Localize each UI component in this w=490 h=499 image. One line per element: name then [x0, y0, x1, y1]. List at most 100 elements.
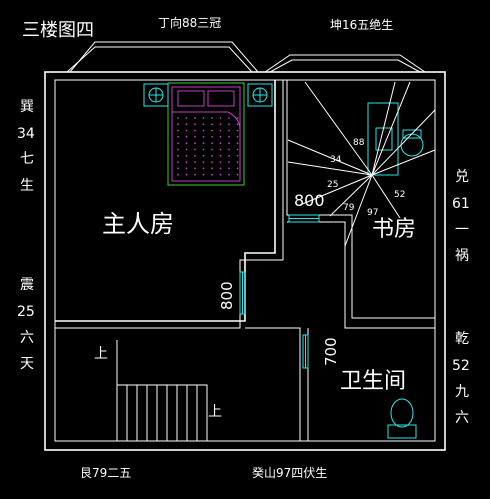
door-size-bath: 700	[322, 337, 340, 366]
bed-pattern-dot	[228, 161, 230, 164]
bed-pattern-dot	[236, 129, 239, 132]
outer-walls	[44, 71, 446, 451]
bed-pattern-dot	[202, 167, 205, 170]
svg-text:61: 61	[452, 196, 470, 212]
bed-pattern-dot	[219, 142, 222, 145]
sector-number-79: 79	[343, 203, 355, 213]
side-label-right-top: 兑 61 一 祸	[452, 169, 470, 264]
bed-pattern-dot	[177, 129, 179, 132]
bed-pattern-dot	[211, 117, 213, 119]
bed-pattern-dot	[236, 142, 239, 145]
bed-pattern-dot	[211, 148, 213, 151]
bed-pattern-dot	[185, 173, 188, 176]
bed-pattern-dot	[228, 148, 230, 151]
bed-pattern-dot	[219, 154, 222, 157]
sector-ray	[344, 174, 373, 247]
bed-pattern-dot	[211, 161, 213, 164]
bed-pattern-dot	[236, 167, 239, 170]
bed-pattern-dot	[194, 129, 196, 132]
bed-pattern-dot	[219, 129, 222, 132]
bed-pattern-dot	[228, 129, 230, 132]
bed-pattern-dot	[202, 148, 205, 151]
svg-text:震: 震	[20, 277, 34, 293]
bed-pattern-dot	[211, 136, 213, 138]
bed-pattern-dot	[202, 154, 205, 157]
bed-pattern-dot	[177, 136, 179, 138]
svg-text:乾: 乾	[455, 331, 469, 347]
sector-ray	[371, 81, 396, 176]
bed-pattern-dot	[185, 167, 188, 170]
bathroom-walls	[245, 327, 309, 441]
plan-title: 三楼图四	[22, 20, 94, 41]
stair-up-label-2: 上	[208, 404, 222, 420]
sector-number-25: 25	[327, 180, 338, 190]
bed-pattern-dot	[219, 123, 222, 126]
bed-pattern-dot	[228, 123, 230, 126]
side-label-left-bottom: 震 25 六 天	[17, 277, 35, 372]
bed-pattern-dot	[228, 136, 230, 138]
nightstand-left-icon	[143, 83, 169, 107]
door-master[interactable]	[239, 271, 246, 315]
bed-pattern-dot	[185, 161, 188, 164]
svg-text:生: 生	[20, 178, 34, 194]
stair-up-label-1: 上	[94, 346, 108, 362]
bed-pattern-dot	[219, 161, 222, 164]
bed-pattern-dot	[177, 148, 179, 151]
bed-pattern-dot	[185, 117, 188, 119]
bed-pattern-dot	[211, 129, 213, 132]
door-bath[interactable]	[302, 334, 309, 369]
bed-pattern-dot	[219, 136, 222, 138]
bed-pattern-dot	[202, 142, 205, 145]
bed-pattern-dot	[202, 173, 205, 176]
svg-text:祸: 祸	[455, 248, 469, 264]
bed-pattern-dot	[236, 161, 239, 164]
door-study[interactable]	[288, 214, 320, 223]
bed-pattern-dot	[202, 136, 205, 138]
door-size-master: 800	[218, 281, 236, 310]
bed-pattern-dot	[211, 142, 213, 145]
sector-number-34: 34	[330, 155, 342, 165]
svg-text:天: 天	[20, 356, 34, 372]
door-size-study: 800	[294, 191, 325, 210]
bottom-label-right: 癸山97四伏生	[252, 466, 327, 480]
room-label-bath: 卫生间	[340, 369, 406, 394]
bed-pattern-dot	[194, 148, 196, 151]
bed-pattern-dot	[194, 136, 196, 138]
bed-pattern-dot	[219, 117, 222, 119]
bed-pattern-dot	[202, 161, 205, 164]
sector-ray	[371, 174, 401, 219]
bed-pattern-dot	[211, 167, 213, 170]
bed-pattern-dot	[211, 123, 213, 126]
svg-text:25: 25	[17, 304, 35, 320]
bed-pattern-dot	[177, 161, 179, 164]
svg-text:一: 一	[455, 222, 469, 238]
svg-text:34: 34	[17, 126, 35, 142]
toilet-icon	[387, 398, 417, 439]
room-label-master: 主人房	[102, 210, 174, 238]
svg-text:七: 七	[20, 151, 34, 167]
sector-ray	[371, 149, 436, 176]
bed-pattern-dot	[219, 173, 222, 176]
bed-pattern-dot	[185, 123, 188, 126]
bed-pattern-dot	[236, 154, 239, 157]
bed-pattern-dot	[219, 148, 222, 151]
side-label-right-bottom: 乾 52 九 六	[452, 331, 470, 426]
svg-text:六: 六	[20, 330, 34, 346]
bed-pattern-dot	[185, 136, 188, 138]
sector-ray	[371, 109, 436, 176]
staircase	[116, 340, 208, 442]
svg-text:九: 九	[455, 384, 469, 400]
roof-outline	[45, 41, 445, 73]
sector-ray	[287, 161, 373, 176]
bed-pattern-dot	[219, 167, 222, 170]
bed-pattern-dot	[185, 129, 188, 132]
bed-pattern-dot	[177, 142, 179, 145]
sector-ray	[304, 81, 373, 176]
bed-pattern-dot	[177, 154, 179, 157]
bed-pattern-dot	[202, 117, 205, 119]
bed-pattern-dot	[194, 142, 196, 145]
bed-pattern-dot	[211, 173, 213, 176]
svg-text:六: 六	[455, 410, 469, 426]
bed-pattern-dot	[185, 142, 188, 145]
svg-text:52: 52	[452, 358, 470, 374]
